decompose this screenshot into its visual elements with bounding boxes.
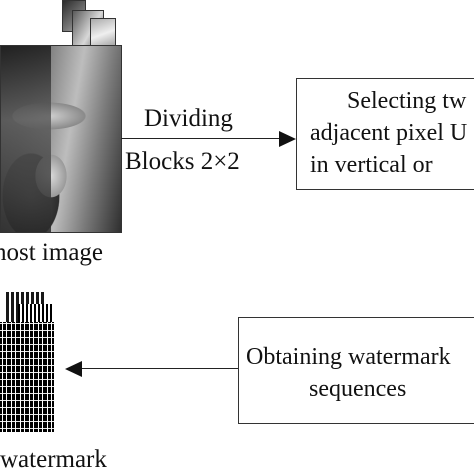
arrow-label-blocks: Blocks 2×2	[125, 148, 240, 175]
box-text-line: Selecting tw	[347, 88, 467, 114]
host-image-caption: host image	[0, 239, 104, 266]
selecting-pixels-box: Selecting tw adjacent pixel U in vertica…	[296, 78, 474, 190]
arrow-label-dividing: Dividing	[144, 105, 233, 132]
box-text-line: sequences	[309, 376, 407, 402]
arrow-line	[121, 138, 279, 139]
arrow-line	[82, 368, 238, 369]
arrowhead-left	[65, 361, 82, 377]
box-text-line: adjacent pixel U	[310, 120, 468, 146]
host-image-detail	[1, 46, 51, 232]
obtaining-watermark-box: Obtaining watermark sequences	[238, 317, 474, 424]
watermark-caption: watermark	[0, 446, 107, 473]
host-image	[0, 45, 122, 233]
arrowhead-right	[279, 131, 296, 147]
box-text-line: in vertical or	[310, 152, 433, 178]
watermark-image	[0, 322, 54, 432]
box-text-line: Obtaining watermark	[246, 344, 451, 370]
